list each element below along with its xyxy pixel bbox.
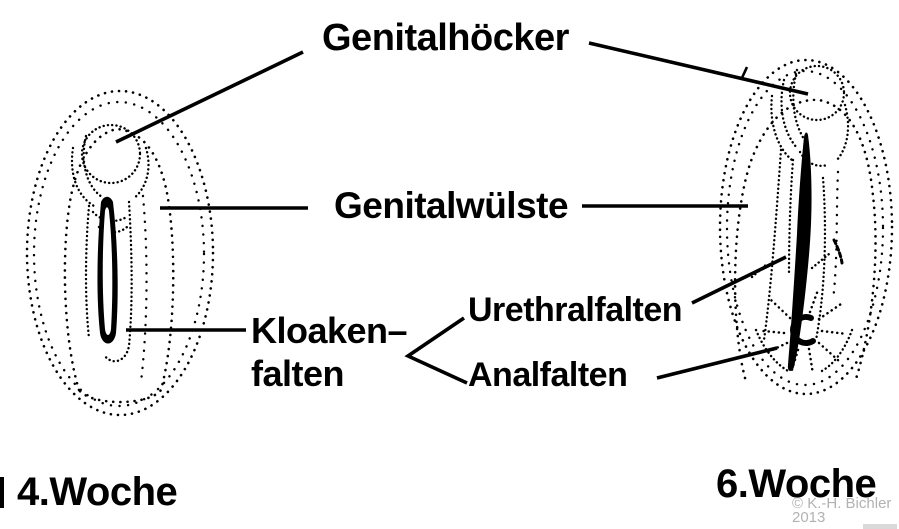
urethral-groove-slit xyxy=(787,132,812,371)
leader-tick xyxy=(739,66,749,81)
leader-urethralfalten xyxy=(691,255,787,305)
fork-kloakenfalten xyxy=(404,316,468,385)
copyright-year: 2013 xyxy=(792,509,826,526)
copyright-author: © K.-H. Bichler xyxy=(792,495,892,512)
scan-mark-right xyxy=(863,524,897,529)
label-anal-folds: Analfalten xyxy=(468,356,628,394)
tubercle-outline-left xyxy=(80,123,142,185)
leader-analfalten xyxy=(656,346,778,380)
embryo-4-weeks-drawing xyxy=(25,89,215,417)
anal-pit-star xyxy=(761,287,849,376)
label-cloacal-folds-line1: Kloaken– xyxy=(251,310,408,351)
stage-label-week-6: 6.Woche xyxy=(716,462,877,506)
label-cloacal-folds: Kloaken– falten xyxy=(251,309,408,395)
copyright-credit: © K.-H. Bichler 2013 xyxy=(792,495,892,526)
label-urethral-folds: Urethralfalten xyxy=(468,291,683,329)
label-genital-swellings: Genitalwülste xyxy=(334,185,569,226)
leader-genitalhoecker-right xyxy=(588,41,809,96)
embryo-6-weeks-drawing xyxy=(718,58,894,396)
stage-label-week-4: 4.Woche xyxy=(17,470,178,514)
leader-lines xyxy=(115,41,809,385)
label-genital-tubercle: Genitalhöcker xyxy=(322,17,569,59)
scan-mark-left xyxy=(0,477,4,508)
tubercle-outline-right xyxy=(788,64,846,122)
label-cloacal-folds-line2: falten xyxy=(251,353,345,394)
leader-genitalhoecker-left xyxy=(115,50,304,144)
